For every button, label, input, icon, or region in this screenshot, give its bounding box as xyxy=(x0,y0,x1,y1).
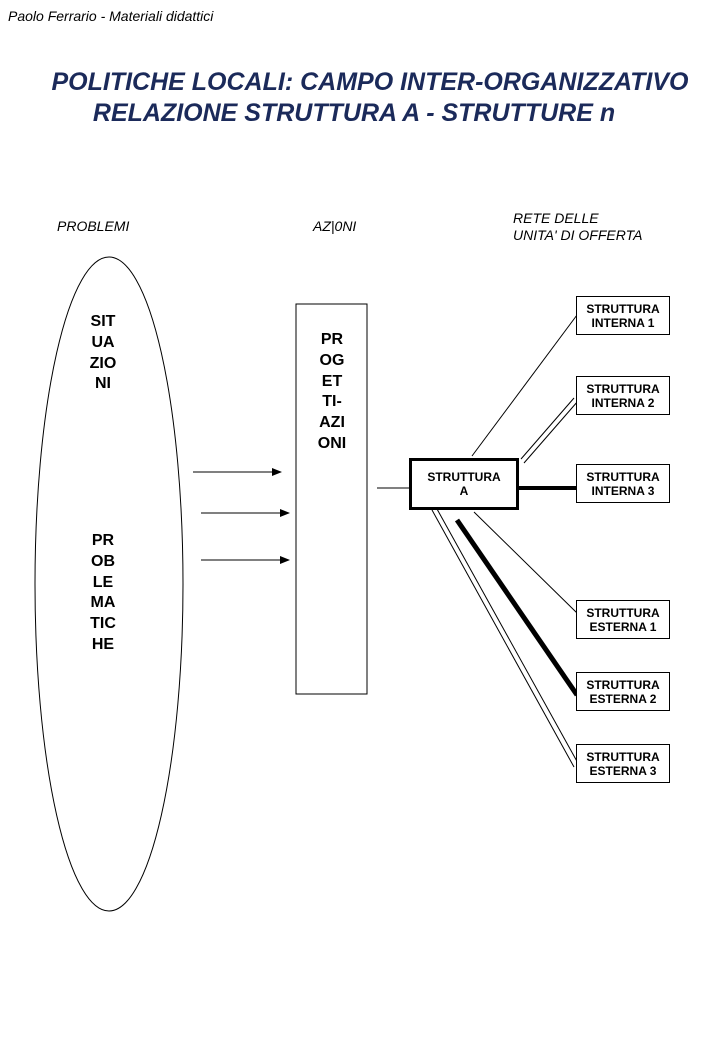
struttura-sublabel: INTERNA 3 xyxy=(591,483,655,498)
struttura-label: STRUTTURA xyxy=(586,677,660,692)
page-title-line1: POLITICHE LOCALI: CAMPO INTER-ORGANIZZAT… xyxy=(51,68,689,96)
struttura-sublabel: ESTERNA 2 xyxy=(589,691,657,706)
struttura-interna-1-box: STRUTTURA INTERNA 1 xyxy=(576,296,670,335)
struttura-esterna-1-box: STRUTTURA ESTERNA 1 xyxy=(576,600,670,639)
link-esterna-1 xyxy=(473,511,578,614)
struttura-interna-2-box: STRUTTURA INTERNA 2 xyxy=(576,376,670,415)
struttura-label: STRUTTURA xyxy=(586,749,660,764)
column-heading-azioni: AZ|0NI xyxy=(313,218,357,234)
page-title-line2: RELAZIONE STRUTTURA A - STRUTTURE n xyxy=(92,99,616,127)
struttura-sublabel: INTERNA 1 xyxy=(591,315,655,330)
author-label: Paolo Ferrario - Materiali didattici xyxy=(8,8,214,24)
struttura-esterna-3-box: STRUTTURA ESTERNA 3 xyxy=(576,744,670,783)
struttura-sublabel: ESTERNA 1 xyxy=(589,619,657,634)
struttura-a-box: STRUTTURA A xyxy=(409,458,519,510)
projects-box xyxy=(295,303,368,695)
link-interna-2-b xyxy=(523,400,579,464)
link-interna-1 xyxy=(471,314,578,457)
problems-ellipse xyxy=(34,256,184,912)
struttura-sublabel: ESTERNA 3 xyxy=(589,763,657,778)
column-heading-rete-line2: UNITA' DI OFFERTA xyxy=(513,227,643,243)
column-heading-problemi: PROBLEMI xyxy=(57,218,130,234)
struttura-a-line1: STRUTTURA xyxy=(427,470,501,484)
struttura-label: STRUTTURA xyxy=(586,381,660,396)
ellipse-text-situazioni: SITUAZIONI xyxy=(89,313,117,393)
struttura-interna-3-box: STRUTTURA INTERNA 3 xyxy=(576,464,670,503)
struttura-a-line2: A xyxy=(459,484,469,498)
struttura-label: STRUTTURA xyxy=(586,605,660,620)
struttura-label: STRUTTURA xyxy=(586,469,660,484)
struttura-label: STRUTTURA xyxy=(586,301,660,316)
column-heading-rete: RETE DELLE UNITA' DI OFFERTA xyxy=(513,210,642,244)
network-links xyxy=(431,314,580,768)
link-interna-2-a xyxy=(520,397,575,460)
link-esterna-3-b xyxy=(436,508,580,766)
column-heading-rete-line1: RETE DELLE xyxy=(513,210,599,226)
link-esterna-2 xyxy=(454,518,580,697)
struttura-sublabel: INTERNA 2 xyxy=(591,395,655,410)
projects-text: PROGETTI-AZIONI xyxy=(317,331,347,452)
struttura-esterna-2-box: STRUTTURA ESTERNA 2 xyxy=(576,672,670,711)
ellipse-text-problematiche: PROBLEMATICHE xyxy=(90,532,116,653)
link-esterna-3-a xyxy=(431,509,575,768)
